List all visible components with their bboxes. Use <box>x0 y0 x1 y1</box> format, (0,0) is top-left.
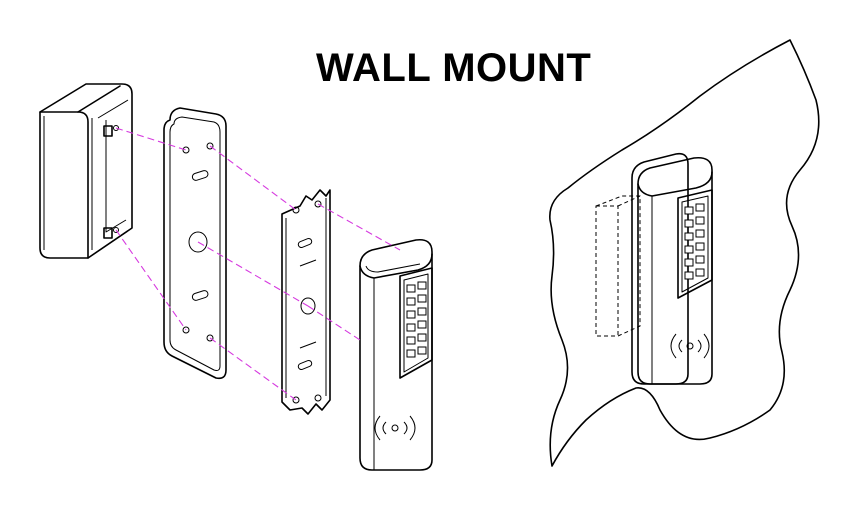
keypad-unit <box>359 238 433 471</box>
installed-keypad-keys <box>684 203 705 280</box>
keypad-keys <box>406 281 427 358</box>
hidden-electrical-box <box>595 195 641 337</box>
installed-plate <box>631 152 689 385</box>
wall-surface <box>549 39 820 467</box>
alignment-lines <box>115 127 401 401</box>
mounting-plate <box>163 107 227 380</box>
electrical-box <box>39 83 133 259</box>
metal-bracket <box>281 189 331 415</box>
diagram-title: WALL MOUNT <box>316 46 592 90</box>
installed-keypad-unit <box>637 156 713 385</box>
